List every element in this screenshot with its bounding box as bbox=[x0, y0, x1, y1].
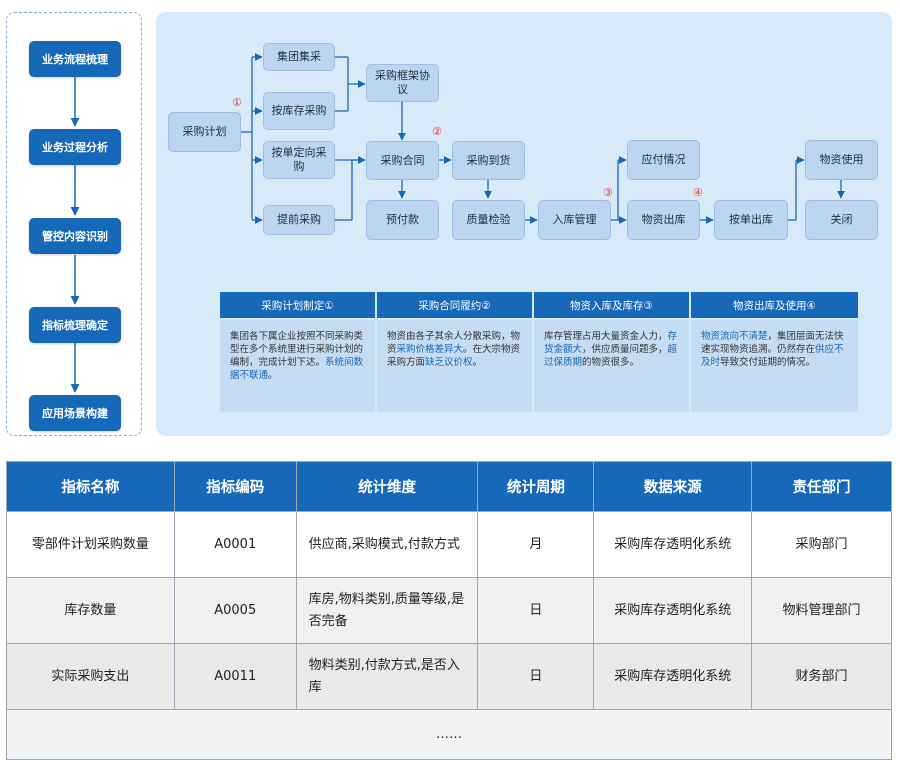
header-indicator-code[interactable]: 指标编码 bbox=[173, 461, 297, 512]
issue-text: 。 bbox=[472, 357, 483, 368]
issue-highlight: 采购价格差异大 bbox=[396, 344, 464, 355]
issue-header-plan: 采购计划制定① bbox=[220, 292, 375, 318]
phase-indicator-definition[interactable]: 指标梳理确定 bbox=[29, 307, 121, 343]
issue-text: 的物资很多。 bbox=[582, 357, 640, 368]
process-flow-panel: 采购计划 集团集采 按库存采购 按单定向采购 提前采购 采购框架协议 采购合同 … bbox=[156, 12, 892, 436]
node-advance-procurement: 提前采购 bbox=[263, 205, 335, 235]
issue-text: 。在大宗物资采购方面 bbox=[387, 344, 521, 368]
table-more-row: …… bbox=[6, 709, 892, 760]
cell-name: 零部件计划采购数量 bbox=[6, 511, 175, 578]
node-arrival: 采购到货 bbox=[452, 141, 525, 180]
node-procurement-plan: 采购计划 bbox=[168, 112, 241, 152]
issue-text: 物资由各子其余人分散采购，物资 bbox=[387, 331, 521, 355]
node-payable-status: 应付情况 bbox=[627, 140, 700, 180]
table-row[interactable]: 实际采购支出 A0011 物料类别,付款方式,是否入库 日 采购库存透明化系统 … bbox=[6, 643, 892, 710]
table-row[interactable]: 零部件计划采购数量 A0001 供应商,采购模式,付款方式 月 采购库存透明化系… bbox=[6, 511, 892, 578]
cell-department: 物料管理部门 bbox=[751, 577, 892, 644]
header-department[interactable]: 责任部门 bbox=[751, 461, 892, 512]
issue-body-inbound: 库存管理占用大量资金人力，存货金额大，供应质量问题多，超过保质期的物资很多。 bbox=[534, 320, 689, 412]
cell-source: 采购库存透明化系统 bbox=[593, 577, 753, 644]
phase-process-analysis[interactable]: 业务过程分析 bbox=[29, 129, 121, 165]
header-indicator-name[interactable]: 指标名称 bbox=[6, 461, 175, 512]
node-inbound-management: 入库管理 bbox=[538, 200, 611, 240]
issue-highlight: 系统间数据不联通 bbox=[230, 357, 364, 381]
node-quality-inspection: 质量检验 bbox=[452, 200, 525, 240]
cell-code: A0001 bbox=[173, 511, 297, 578]
issue-highlight: 存货金额大 bbox=[544, 331, 678, 355]
cell-source: 采购库存透明化系统 bbox=[593, 511, 753, 578]
header-data-source[interactable]: 数据来源 bbox=[593, 461, 753, 512]
cell-code: A0011 bbox=[173, 643, 297, 710]
cell-dimensions: 供应商,采购模式,付款方式 bbox=[295, 511, 479, 578]
issue-text: 导致交付延期的情况。 bbox=[720, 357, 816, 368]
issue-highlight: 供应不及时 bbox=[701, 344, 844, 368]
cell-name: 实际采购支出 bbox=[6, 643, 175, 710]
phase-control-identification[interactable]: 管控内容识别 bbox=[29, 218, 121, 254]
issue-header-contract: 采购合同履约② bbox=[377, 292, 532, 318]
table-row[interactable]: 库存数量 A0005 库房,物料类别,质量等级,是否完备 日 采购库存透明化系统… bbox=[6, 577, 892, 644]
header-period[interactable]: 统计周期 bbox=[477, 461, 595, 512]
node-order-outbound: 按单出库 bbox=[714, 200, 788, 240]
marker-3: ③ bbox=[603, 186, 613, 199]
phase-scenario-building[interactable]: 应用场景构建 bbox=[29, 395, 121, 431]
marker-2: ② bbox=[432, 125, 442, 138]
cell-department: 财务部门 bbox=[751, 643, 892, 710]
issue-text: 。 bbox=[268, 370, 278, 381]
cell-dimensions: 库房,物料类别,质量等级,是否完备 bbox=[295, 577, 479, 644]
issue-text: 集团各下属企业按照不同采购类型在多个系统里进行采购计划的编制，完成计划下达。 bbox=[230, 331, 364, 368]
node-material-use: 物资使用 bbox=[805, 140, 878, 180]
marker-4: ④ bbox=[693, 186, 703, 199]
header-dimensions[interactable]: 统计维度 bbox=[295, 461, 479, 512]
issue-text: ，供应质量问题多， bbox=[582, 344, 668, 355]
node-group-procurement: 集团集采 bbox=[263, 43, 335, 71]
cell-period: 日 bbox=[477, 643, 595, 710]
cell-name: 库存数量 bbox=[6, 577, 175, 644]
node-prepayment: 预付款 bbox=[366, 200, 439, 240]
table-header-row: 指标名称 指标编码 统计维度 统计周期 数据来源 责任部门 bbox=[6, 461, 892, 512]
phase-arrows bbox=[70, 77, 80, 393]
cell-department: 采购部门 bbox=[751, 511, 892, 578]
cell-period: 月 bbox=[477, 511, 595, 578]
phase-panel: 业务流程梳理 业务过程分析 管控内容识别 指标梳理确定 应用场景构建 bbox=[6, 12, 142, 436]
cell-source: 采购库存透明化系统 bbox=[593, 643, 753, 710]
more-ellipsis: …… bbox=[6, 709, 892, 760]
node-order-procurement: 按单定向采购 bbox=[263, 141, 335, 179]
issue-text: 库存管理占用大量资金人力， bbox=[544, 331, 668, 342]
phase-process-sorting[interactable]: 业务流程梳理 bbox=[29, 41, 121, 77]
issue-header-inbound: 物资入库及库存③ bbox=[534, 292, 689, 318]
marker-1: ① bbox=[232, 96, 242, 109]
cell-period: 日 bbox=[477, 577, 595, 644]
node-material-outbound: 物资出库 bbox=[627, 200, 700, 240]
issue-text: ，集团层面无法快速实现物资追溯。仍然存在 bbox=[701, 331, 844, 355]
node-purchase-contract: 采购合同 bbox=[366, 141, 439, 180]
indicator-table: 指标名称 指标编码 统计维度 统计周期 数据来源 责任部门 零部件计划采购数量 … bbox=[6, 461, 892, 760]
issue-table: 采购计划制定① 采购合同履约② 物资入库及库存③ 物资出库及使用④ 集团各下属企… bbox=[220, 292, 858, 414]
cell-code: A0005 bbox=[173, 577, 297, 644]
issue-body-outbound: 物资流向不清楚，集团层面无法快速实现物资追溯。仍然存在供应不及时导致交付延期的情… bbox=[691, 320, 858, 412]
node-stock-procurement: 按库存采购 bbox=[263, 92, 335, 130]
issue-body-plan: 集团各下属企业按照不同采购类型在多个系统里进行采购计划的编制，完成计划下达。系统… bbox=[220, 320, 375, 412]
node-framework-agreement: 采购框架协议 bbox=[366, 64, 439, 102]
issue-highlight: 缺乏议价权 bbox=[425, 357, 473, 368]
issue-header-outbound: 物资出库及使用④ bbox=[691, 292, 858, 318]
flow-connectors bbox=[241, 53, 845, 224]
issue-body-contract: 物资由各子其余人分散采购，物资采购价格差异大。在大宗物资采购方面缺乏议价权。 bbox=[377, 320, 532, 412]
issue-highlight: 超过保质期 bbox=[544, 344, 678, 368]
issue-highlight: 物资流向不清楚 bbox=[701, 331, 768, 342]
node-close: 关闭 bbox=[805, 200, 878, 240]
cell-dimensions: 物料类别,付款方式,是否入库 bbox=[295, 643, 479, 710]
